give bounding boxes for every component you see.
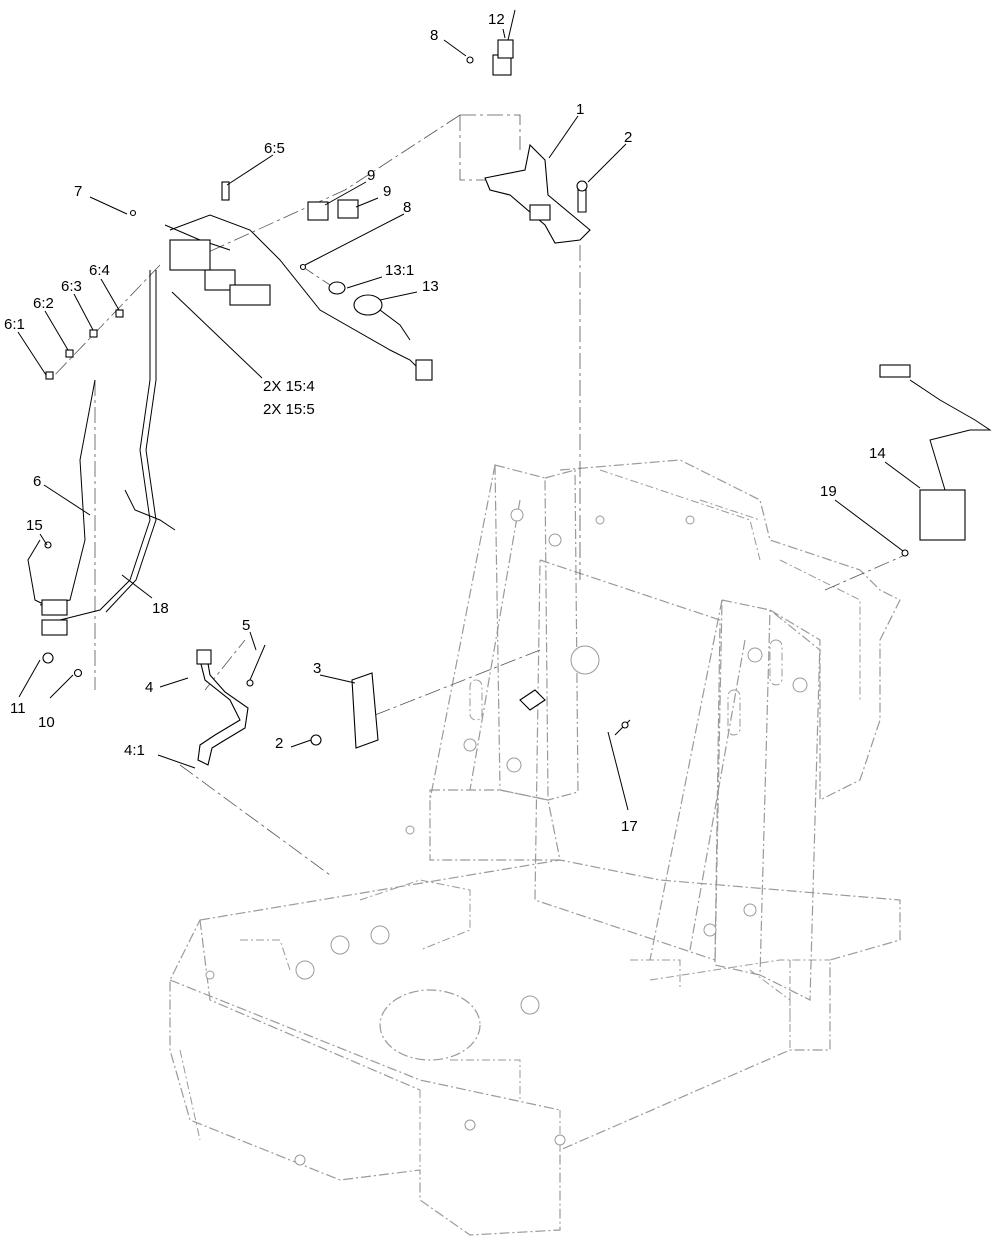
callout-2-bottom: 2: [275, 735, 283, 752]
callout-19: 19: [820, 483, 837, 500]
callout-13: 13: [422, 278, 439, 295]
callout-5: 5: [242, 617, 250, 634]
callout-9-b: 9: [383, 183, 391, 200]
hose-part-4: [196, 649, 249, 766]
callout-14: 14: [869, 445, 886, 462]
callout-labels: 12 8 1 2 6:5 7 9 9 8 13:1 13 6:4 6:3 6:2…: [4, 11, 886, 835]
callout-2x-15-5: 2X 15:5: [263, 401, 315, 418]
callout-9-a: 9: [367, 167, 375, 184]
bracket-part-3: [310, 672, 379, 749]
callout-18: 18: [152, 600, 169, 617]
callout-6-1: 6:1: [4, 316, 25, 333]
callout-4-1: 4:1: [124, 742, 145, 759]
callout-12: 12: [488, 11, 505, 28]
callout-3: 3: [313, 660, 321, 677]
callout-6-3: 6:3: [61, 278, 82, 295]
callout-15: 15: [26, 517, 43, 534]
chassis-frame: [169, 459, 901, 1236]
callout-10: 10: [38, 714, 55, 731]
callout-6: 6: [33, 473, 41, 490]
part-13: [328, 281, 411, 341]
callout-17: 17: [621, 818, 638, 835]
relay-part-9: [307, 199, 359, 221]
callout-11: 11: [10, 700, 26, 717]
callout-8-mid: 8: [403, 199, 411, 216]
callout-2x-15-4: 2X 15:4: [263, 378, 315, 395]
switch-part-12: [466, 9, 516, 76]
explode-lines: [49, 114, 906, 876]
part-17: [614, 719, 631, 736]
callout-8-top: 8: [430, 27, 438, 44]
callout-4: 4: [145, 679, 153, 696]
callout-2-top: 2: [624, 129, 632, 146]
clamp: [519, 689, 546, 711]
callout-6-2: 6:2: [33, 295, 54, 312]
callout-1: 1: [576, 101, 584, 118]
bracket-part-1: [484, 143, 591, 244]
callout-7: 7: [74, 183, 82, 200]
wire-harness-part-6: [27, 181, 433, 636]
fasteners-10-11: [42, 652, 83, 678]
callout-6-5: 6:5: [264, 140, 285, 157]
callout-13-1: 13:1: [385, 262, 414, 279]
sensor-part-14: [879, 364, 992, 557]
leader-lines: [17, 28, 921, 811]
callout-6-4: 6:4: [89, 262, 110, 279]
sensor-part-5: [246, 644, 266, 687]
